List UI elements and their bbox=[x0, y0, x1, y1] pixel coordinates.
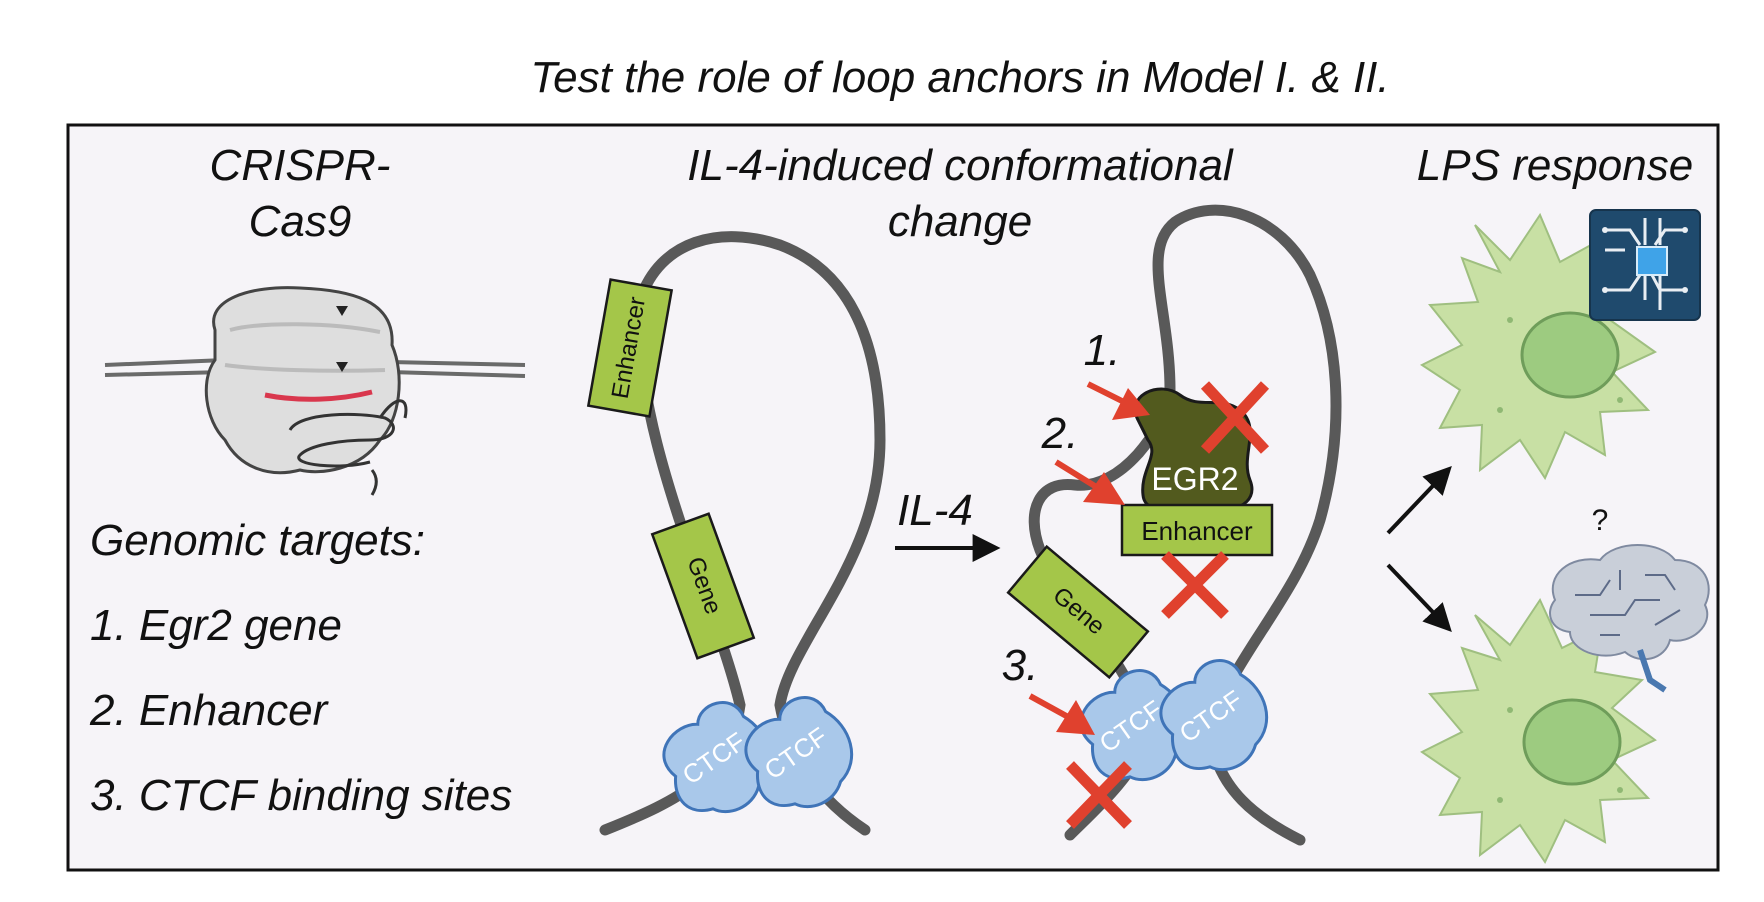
marker-2: 2. bbox=[1041, 409, 1079, 458]
branch-arrow-up-icon bbox=[1386, 465, 1452, 535]
crispr-title-line1: CRISPR- bbox=[210, 141, 391, 190]
il4-label: IL-4 bbox=[897, 486, 973, 535]
ctcf-protein-after-left: CTCF bbox=[1079, 669, 1189, 782]
x-mark-icon bbox=[1161, 551, 1229, 619]
ctcf-protein-after-right: CTCF bbox=[1159, 659, 1269, 772]
red-arrow-icon bbox=[1028, 693, 1095, 735]
egr2-protein: EGR2 bbox=[1133, 387, 1254, 513]
ctcf-protein-before-right: CTCF bbox=[744, 696, 854, 809]
conformation-title-line2: change bbox=[888, 197, 1032, 246]
x-mark-icon bbox=[1200, 381, 1270, 454]
circuit-chip-icon bbox=[1589, 209, 1701, 321]
x-mark-icon bbox=[1066, 761, 1132, 829]
gene-box-after: Gene bbox=[1006, 544, 1150, 680]
target-item-ctcf: 3. CTCF binding sites bbox=[90, 771, 512, 820]
branch-arrow-down-icon bbox=[1386, 563, 1452, 633]
genomic-targets-heading: Genomic targets: bbox=[90, 516, 425, 565]
target-item-enhancer: 2. Enhancer bbox=[89, 686, 330, 735]
chromatin-loop-before bbox=[599, 231, 886, 836]
marker-1: 1. bbox=[1084, 326, 1121, 375]
question-mark: ? bbox=[1592, 504, 1609, 537]
conformation-title-line1: IL-4-induced conformational bbox=[687, 141, 1234, 190]
red-arrow-icon bbox=[1054, 459, 1125, 505]
egr2-label: EGR2 bbox=[1151, 461, 1238, 497]
macrophage-cell-icon bbox=[1420, 212, 1657, 481]
red-arrow-icon bbox=[1086, 381, 1150, 420]
target-item-egr2: 1. Egr2 gene bbox=[90, 601, 342, 650]
enhancer-box-before: Enhancer bbox=[586, 278, 674, 418]
crispr-title-line2: Cas9 bbox=[249, 197, 352, 246]
marker-3: 3. bbox=[1002, 641, 1039, 690]
figure-title: Test the role of loop anchors in Model I… bbox=[530, 53, 1389, 102]
brain-circuit-icon bbox=[1549, 544, 1710, 693]
enhancer-box-after: Enhancer bbox=[1120, 503, 1274, 557]
cas9-complex-icon bbox=[104, 286, 526, 496]
enhancer-label-after: Enhancer bbox=[1141, 516, 1253, 546]
lps-response-label: LPS response bbox=[1417, 141, 1693, 190]
gene-box-before: Gene bbox=[650, 512, 756, 660]
